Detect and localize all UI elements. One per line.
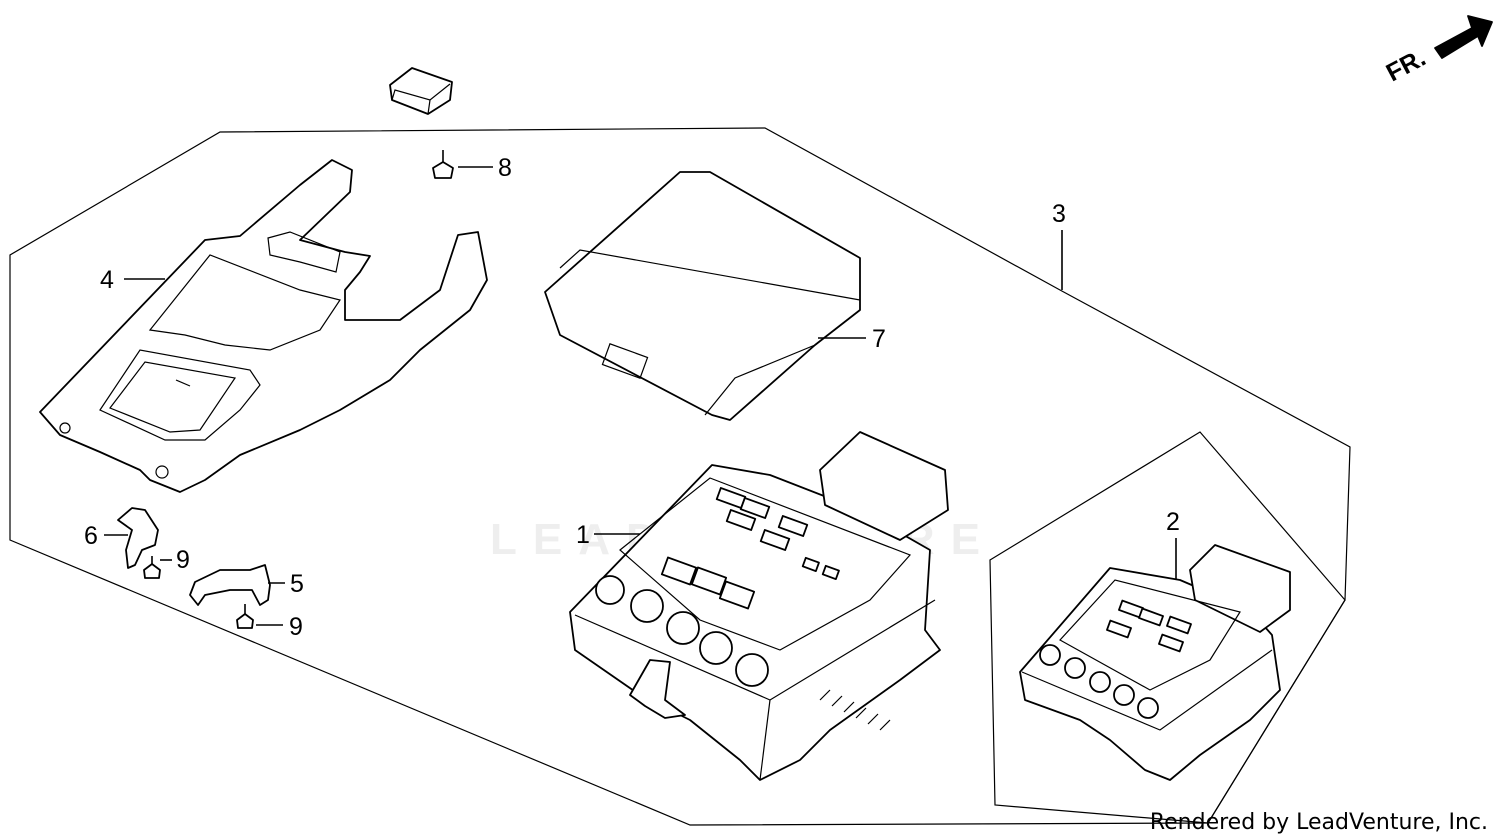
part-9-screw-lower: [236, 604, 283, 629]
part-4-console-garnish: [39, 159, 488, 493]
part-2-control-unit: [1019, 544, 1291, 781]
part-6-bracket: [117, 507, 159, 569]
callout-9-lower: 9: [289, 613, 303, 641]
part-7-lid: [544, 171, 861, 421]
callout-3: 3: [1052, 200, 1066, 228]
callout-6: 6: [84, 522, 98, 550]
part-9-screw-upper: [143, 556, 172, 579]
small-cap-part: [389, 67, 453, 115]
callout-2: 2: [1166, 508, 1180, 536]
callout-1: 1: [576, 521, 590, 549]
part-5-bracket: [189, 564, 271, 606]
callout-9-upper: 9: [176, 546, 190, 574]
front-direction-arrow-icon: FR.: [1382, 15, 1493, 88]
callout-4: 4: [100, 266, 114, 294]
callout-5: 5: [290, 570, 304, 598]
part-8-screw: [432, 150, 493, 179]
footer-credit: Rendered by LeadVenture, Inc.: [1149, 810, 1488, 835]
part-1-control-unit: [569, 431, 949, 781]
part-2-boundary: [989, 431, 1346, 824]
direction-label: FR.: [1382, 44, 1431, 88]
callout-7: 7: [872, 325, 886, 353]
callout-8: 8: [498, 154, 512, 182]
